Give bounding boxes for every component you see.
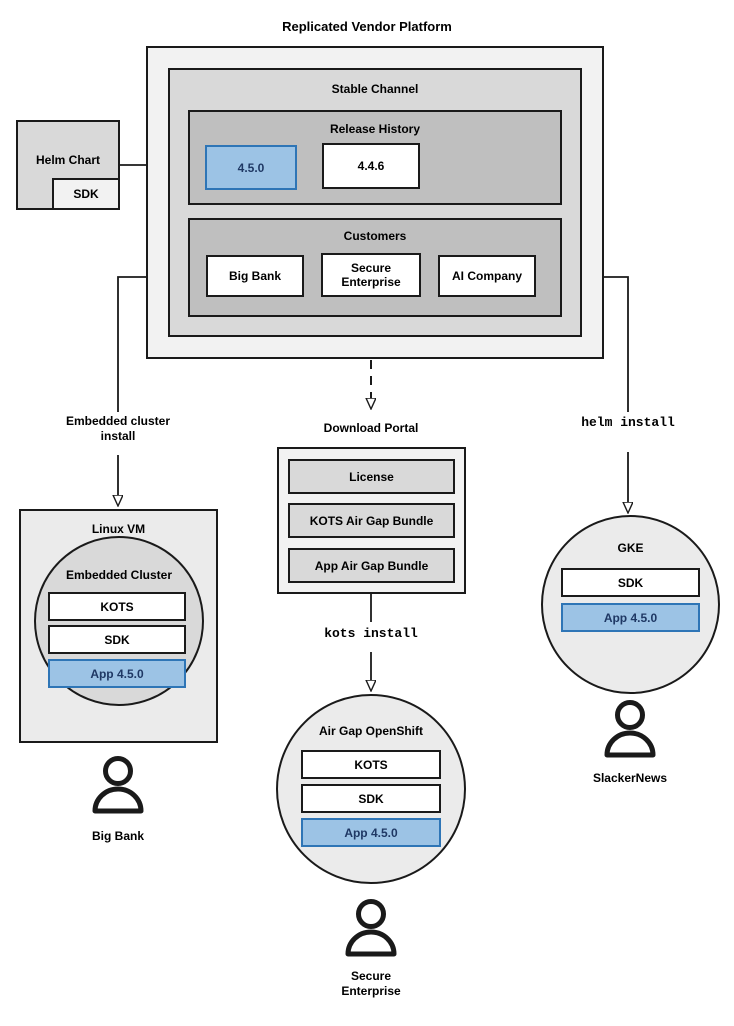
release-history-title: Release History [329,122,421,136]
openshift-component-sdk[interactable]: SDK [301,784,441,813]
gke-title: GKE [617,541,644,555]
linux-vm-component-kots[interactable]: KOTS [48,592,186,621]
customer-chip-secure-enterprise[interactable]: Secure Enterprise [321,253,421,297]
gke-component-app[interactable]: App 4.5.0 [561,603,700,632]
page-title: Replicated Vendor Platform [282,19,452,34]
customer-chip-ai-company[interactable]: AI Company [438,255,536,297]
person-caption-secure-enterprise: Secure Enterprise [341,969,401,998]
linux-vm-component-sdk[interactable]: SDK [48,625,186,654]
linux-vm-title: Linux VM [91,522,146,536]
release-chip-446[interactable]: 4.4.6 [322,143,420,189]
customer-chip-big-bank[interactable]: Big Bank [206,255,304,297]
edge-label-helm-install: helm install [581,415,675,430]
portal-artifact-license[interactable]: License [288,459,455,494]
edge-label-kots-install: kots install [324,626,418,641]
openshift-component-app[interactable]: App 4.5.0 [301,818,441,847]
person-icon [600,699,660,764]
air-gap-openshift-title: Air Gap OpenShift [318,724,423,738]
person-caption-slackernews: SlackerNews [592,771,668,785]
person-icon [341,898,401,963]
portal-artifact-app-air-gap-bundle[interactable]: App Air Gap Bundle [288,548,455,583]
download-portal-title: Download Portal [323,421,419,435]
helm-chart-box[interactable]: Helm Chart [16,120,120,210]
edge-label-embedded-cluster-install: Embedded cluster install [65,414,171,443]
person-icon [88,755,148,820]
person-caption-big-bank: Big Bank [91,829,144,843]
gke-component-sdk[interactable]: SDK [561,568,700,597]
helm-chart-label: Helm Chart [35,153,100,167]
stable-channel-title: Stable Channel [331,82,419,96]
customers-title: Customers [343,229,407,243]
linux-vm-component-app[interactable]: App 4.5.0 [48,659,186,688]
helm-chart-sdk-chip[interactable]: SDK [52,178,120,210]
portal-artifact-kots-air-gap-bundle[interactable]: KOTS Air Gap Bundle [288,503,455,538]
openshift-component-kots[interactable]: KOTS [301,750,441,779]
embedded-cluster-title: Embedded Cluster [65,568,173,582]
release-chip-450[interactable]: 4.5.0 [205,145,297,190]
